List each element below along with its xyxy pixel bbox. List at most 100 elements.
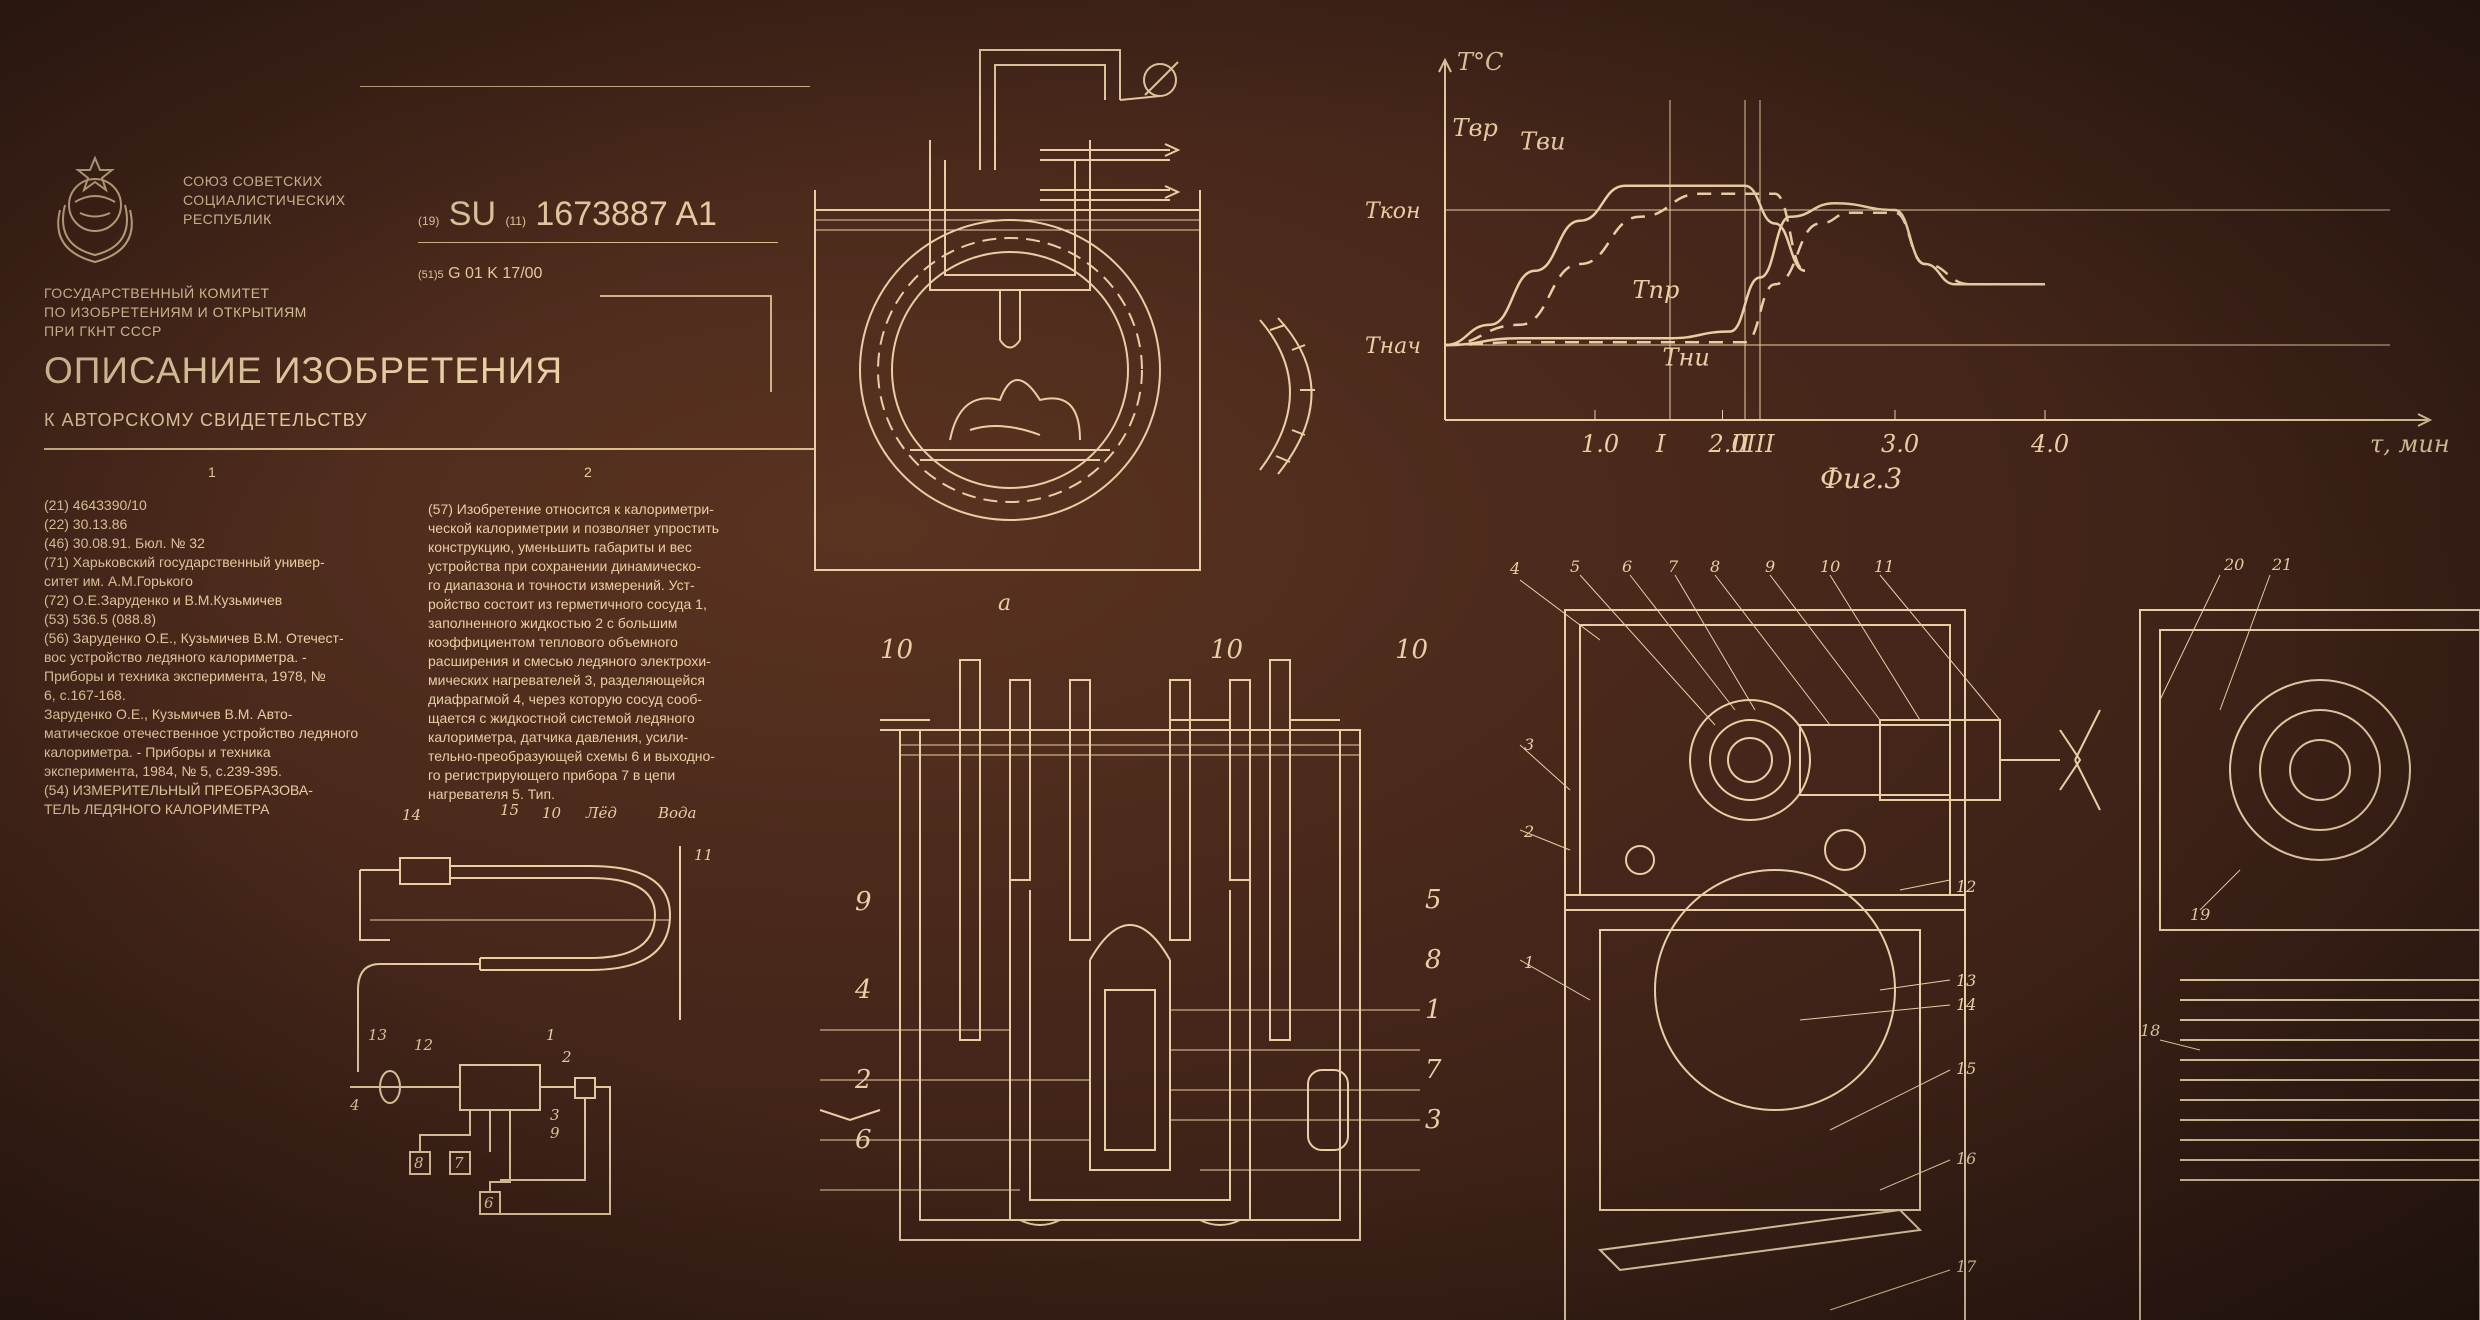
calorimeter-label: 9 [855, 887, 872, 917]
y-label-t-nach: Tнач [1365, 334, 1421, 359]
committee-line: ГОСУДАРСТВЕННЫЙ КОМИТЕТ [44, 285, 270, 301]
abstract-text: (57) Изобретение относится к калориметри… [428, 500, 773, 804]
committee-block: ГОСУДАРСТВЕННЫЙ КОМИТЕТ ПО ИЗОБРЕТЕНИЯМ … [44, 284, 307, 341]
schematic-label: 6 [484, 1194, 494, 1212]
machine-label: 9 [1765, 557, 1775, 576]
schematic-label: 3 [550, 1106, 560, 1124]
x-tick-label: I [1655, 430, 1666, 458]
patent-number: 1673887 [535, 195, 668, 233]
schematic-label: 7 [454, 1154, 464, 1172]
machine-label: 12 [1956, 877, 1976, 896]
series-line [1444, 192, 1806, 347]
abstract-line: нагревателя 5. Тип. [428, 786, 555, 802]
schematic-label: 4 [349, 1096, 360, 1114]
calorimeter-drawing: 10 10 10 9 4 2 6 5 8 1 7 3 [819, 635, 1442, 1241]
biblio-line: 6, с.167-168. [44, 687, 126, 703]
abstract-line: щается с жидкостной системой ледяного [428, 710, 695, 726]
committee-line: ПО ИЗОБРЕТЕНИЯМ И ОТКРЫТИЯМ [44, 304, 307, 320]
series-line [1444, 184, 1806, 347]
abstract-line: расширения и смесью ледяного электрохи- [428, 653, 711, 669]
calorimeter-label: 10 [1395, 635, 1428, 665]
schematic-label: 14 [402, 806, 421, 824]
machine-label: 8 [1710, 557, 1720, 576]
calorimeter-label: 1 [1425, 995, 1442, 1025]
series-line [1444, 201, 2045, 347]
biblio-line: Заруденко О.Е., Кузьмичев В.М. Авто- [44, 706, 293, 722]
biblio-line: эксперимента, 1984, № 5, с.239-395. [44, 763, 282, 779]
biblio-line: ситет им. А.М.Горького [44, 573, 193, 589]
x-axis-arrow [2417, 413, 2433, 427]
x-tick-label: II [1730, 430, 1750, 458]
document-subtitle: К АВТОРСКОМУ СВИДЕТЕЛЬСТВУ [44, 410, 368, 430]
biblio-line: (72) О.Е.Заруденко и В.М.Кузьмичев [44, 592, 283, 608]
machine-label: 21 [2271, 555, 2292, 574]
biblio-line: (53) 536.5 (088.8) [44, 611, 157, 627]
stamp-box [600, 295, 772, 392]
calorimeter-label: 4 [854, 975, 872, 1005]
machine-label: 3 [1524, 735, 1534, 754]
schematic-label: 11 [694, 846, 713, 864]
machine-label: 2 [1523, 822, 1534, 841]
biblio-line: матическое отечественное устройство ледя… [44, 725, 359, 741]
union-line: СОЦИАЛИСТИЧЕСКИХ [183, 192, 346, 208]
calorimeter-label: 2 [854, 1065, 872, 1095]
biblio-line: Приборы и техника эксперимента, 1978, № [44, 668, 326, 684]
patent-number-block: (19) SU (11) 1673887 A1 [418, 195, 717, 234]
y-axis-arrow [1438, 57, 1452, 73]
abstract-line: го регистрирующего прибора 7 в цепи [428, 767, 676, 783]
machine-label: 17 [1956, 1257, 1977, 1276]
schematic-label: 9 [550, 1124, 560, 1142]
machine-label: 13 [1956, 971, 1976, 990]
biblio-line: (56) Заруденко О.Е., Кузьмичев В.М. Отеч… [44, 630, 344, 646]
abstract-line: го диапазона и точности измерений. Уст- [428, 577, 695, 593]
biblio-line: (46) 30.08.91. Бюл. № 32 [44, 535, 205, 551]
machine-label: 11 [1874, 557, 1894, 576]
machine-label: 15 [1956, 1059, 1976, 1078]
abstract-line: тельно-преобразующей схемы 6 и выходно- [428, 748, 715, 764]
machine-label: 14 [1956, 995, 1976, 1014]
schematic-label: 13 [368, 1026, 387, 1044]
calorimeter-label: 3 [1425, 1105, 1442, 1135]
schematic-label: 2 [561, 1048, 572, 1066]
machine-label: 19 [2190, 905, 2210, 924]
abstract-line: конструкцию, уменьшить габариты и вес [428, 539, 692, 555]
classification-line: (51)5 G 01 K 17/00 [418, 265, 542, 283]
union-line: СОЮЗ СОВЕТСКИХ [183, 173, 323, 189]
x-tick-label: III [1745, 430, 1775, 458]
series-label: Tви [1520, 127, 1565, 155]
x-tick-label: 4.0 [2030, 430, 2069, 458]
machine-label: 1 [1524, 953, 1534, 972]
abstract-line: коэффициентом теплового объемного [428, 634, 678, 650]
schematic-label: 10 [542, 804, 562, 822]
schematic-label: Вода [657, 804, 697, 822]
title-rule [44, 448, 814, 450]
series-label: Tпр [1633, 276, 1680, 304]
column-number-2: 2 [584, 464, 592, 480]
schematic-label: 8 [414, 1154, 424, 1172]
schematic-label: Лёд [585, 804, 617, 822]
calorimeter-label: 8 [1425, 945, 1442, 975]
calorimeter-label: 5 [1425, 885, 1442, 915]
abstract-line: ческой калориметрии и позволяет упростит… [428, 520, 720, 536]
biblio-line: вос устройство ледяного калориметра. - [44, 649, 307, 665]
number-rule [418, 242, 778, 243]
document-title: ОПИСАНИЕ ИЗОБРЕТЕНИЯ [44, 350, 564, 391]
schematic-label: 15 [500, 801, 519, 819]
x-tick-label: 3.0 [1881, 430, 1919, 458]
series-label: Tвр [1453, 114, 1498, 142]
series-line [1444, 211, 2045, 347]
biblio-line: (21) 4643390/10 [44, 497, 147, 513]
biblio-line: калориметра. - Приборы и техника [44, 744, 271, 760]
y-axis-label: T°C [1457, 48, 1503, 76]
bibliographic-data: (21) 4643390/10 (22) 30.13.86 (46) 30.08… [44, 496, 389, 819]
machine-label: 18 [2140, 1021, 2160, 1040]
calorimeter-label: 6 [855, 1125, 872, 1155]
committee-line: ПРИ ГКНТ СССР [44, 323, 162, 339]
abstract-line: заполненного жидкостью 2 с большим [428, 615, 678, 631]
calorimeter-label: 7 [1425, 1055, 1442, 1085]
biblio-line: ТЕЛЬ ЛЕДЯНОГО КАЛОРИМЕТРА [44, 801, 270, 817]
union-name-block: СОЮЗ СОВЕТСКИХ СОЦИАЛИСТИЧЕСКИХ РЕСПУБЛИ… [183, 172, 346, 229]
biblio-line: (22) 30.13.86 [44, 516, 128, 532]
patent-kind: A1 [675, 195, 717, 233]
